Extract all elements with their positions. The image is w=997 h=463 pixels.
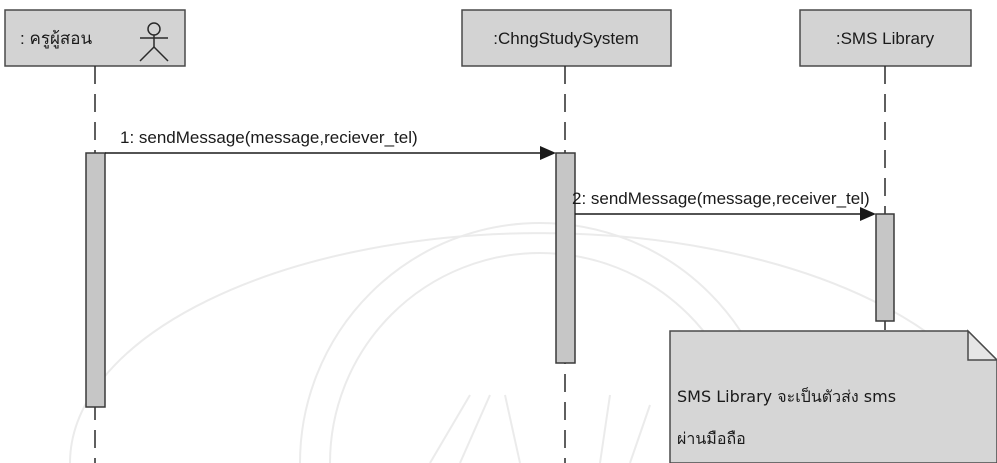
message-2[interactable]: 2: sendMessage(message,receiver_tel) [572,189,876,221]
activation-system [555,152,576,364]
participant-sms-library-label: :SMS Library [836,29,935,48]
message-1-label: 1: sendMessage(message,reciever_tel) [120,128,418,147]
note-body [669,330,997,463]
participant-system-label: :ChngStudySystem [493,29,639,48]
message-1[interactable]: 1: sendMessage(message,reciever_tel) [105,128,556,160]
participant-teacher[interactable]: : ครูผู้สอน [4,9,186,67]
participant-teacher-label: : ครูผู้สอน [20,29,92,49]
note-folded-corner-icon [967,329,997,361]
message-2-arrowhead-icon [860,207,876,221]
activation-sms-library [875,213,895,322]
message-1-arrowhead-icon [540,146,556,160]
actor-stick-figure-icon [139,22,169,62]
participant-system[interactable]: :ChngStudySystem [461,9,672,67]
note-text-line-1: SMS Library จะเป็นตัวส่ง sms [677,386,896,406]
participant-system-box [461,9,672,67]
message-2-label: 2: sendMessage(message,receiver_tel) [572,189,870,208]
note-text-line-2: ผ่านมือถือ [677,429,746,448]
note[interactable]: SMS Library จะเป็นตัวส่ง sms ผ่านมือถือ [669,329,997,463]
participant-sms-library[interactable]: :SMS Library [799,9,972,67]
activation-teacher [85,152,106,408]
